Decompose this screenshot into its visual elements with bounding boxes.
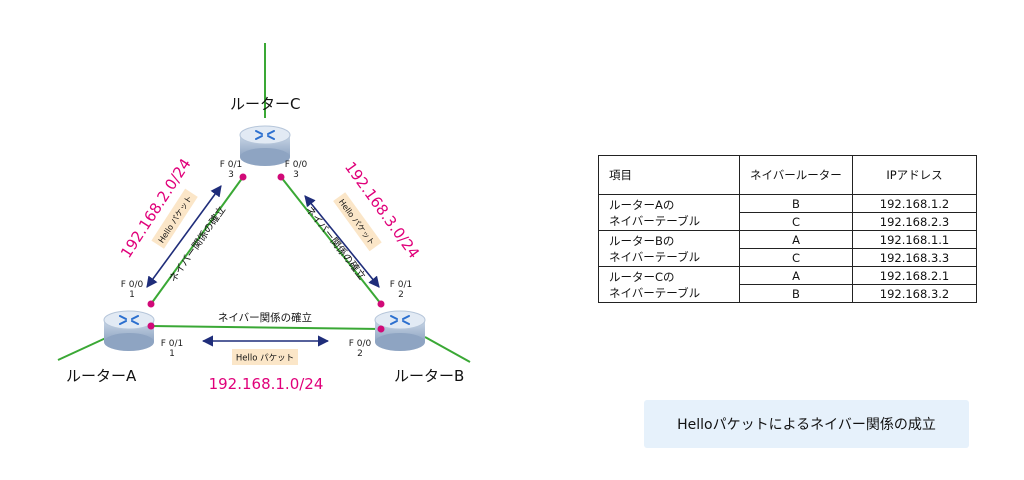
ip-cell: 192.168.1.2 xyxy=(852,194,977,213)
group-name-b: ルーターBの ネイバーテーブル xyxy=(598,230,740,267)
group-name-line: ネイバーテーブル xyxy=(609,249,701,264)
hello-badge-ab: Hello パケット xyxy=(232,349,298,365)
caption-text: Helloパケットによるネイバー関係の成立 xyxy=(677,417,936,433)
group-name-a: ルーターAの ネイバーテーブル xyxy=(598,194,740,231)
interface-name-b-f00: F 0/0 xyxy=(349,339,372,349)
network-label-ab: 192.168.1.0/24 xyxy=(209,375,324,393)
neighbor-text-ab: ネイバー関係の確立 xyxy=(218,311,312,324)
interface-num-b-f01: 2 xyxy=(398,290,404,300)
link-a-b xyxy=(150,325,382,330)
table-row: B 192.168.3.2 xyxy=(599,284,977,303)
header-neighbor-router: ネイバールーター xyxy=(739,155,853,195)
interface-name-b-f01: F 0/1 xyxy=(390,280,413,290)
neighbor-cell: B xyxy=(739,194,853,213)
header-item: 項目 xyxy=(598,155,740,195)
interface-num-a-f01: 1 xyxy=(169,349,175,359)
interface-dot-a-f00 xyxy=(147,300,155,308)
group-name-c: ルーターCの ネイバーテーブル xyxy=(598,266,740,303)
group-name-line: ルーターCの xyxy=(609,269,675,284)
neighbor-cell: C xyxy=(739,248,853,267)
ip-cell: 192.168.2.3 xyxy=(852,212,977,231)
interface-dot-b-f00 xyxy=(377,325,385,333)
interface-dot-c-f00 xyxy=(277,173,285,181)
ip-cell: 192.168.3.3 xyxy=(852,248,977,267)
group-name-line: ルーターBの xyxy=(609,233,675,248)
interface-num-b-f00: 2 xyxy=(357,349,363,359)
router-b-icon xyxy=(374,310,426,351)
header-ip-address: IPアドレス xyxy=(852,155,977,195)
neighbor-cell: A xyxy=(739,230,853,249)
interface-dot-c-f01 xyxy=(239,173,247,181)
router-a-icon xyxy=(103,310,155,351)
group-name-line: ネイバーテーブル xyxy=(609,213,701,228)
interface-name-c-f00: F 0/0 xyxy=(285,160,308,170)
router-b-label: ルーターB xyxy=(394,367,465,385)
table-header-row: 項目 ネイバールーター IPアドレス xyxy=(598,155,977,195)
neighbor-cell: A xyxy=(739,266,853,285)
neighbor-table: 項目 ネイバールーター IPアドレス ルーターAの ネイバーテーブル B 192… xyxy=(598,155,977,303)
hello-arrow-a-c xyxy=(146,185,222,288)
interface-num-c-f01: 3 xyxy=(228,170,234,180)
router-c-label: ルーターC xyxy=(230,95,301,113)
interface-num-a-f00: 1 xyxy=(129,290,135,300)
interface-name-a-f01: F 0/1 xyxy=(161,339,184,349)
interface-name-c-f01: F 0/1 xyxy=(220,160,243,170)
interface-num-c-f00: 3 xyxy=(293,170,299,180)
router-a-label: ルーターA xyxy=(66,367,137,385)
neighbor-cell: C xyxy=(739,212,853,231)
table-row: ルーターBの ネイバーテーブル A 192.168.1.1 xyxy=(598,230,977,267)
interface-dot-a-f01 xyxy=(147,322,155,330)
table-row: ルーターAの ネイバーテーブル B 192.168.1.2 xyxy=(598,194,977,231)
interface-dot-b-f01 xyxy=(377,300,385,308)
hello-badge-ab-text: Hello パケット xyxy=(236,354,294,364)
uplink-router-a xyxy=(57,336,109,361)
table-row: ルーターCの ネイバーテーブル A 192.168.2.1 xyxy=(598,266,977,303)
ip-cell: 192.168.3.2 xyxy=(852,284,977,303)
table-row: C 192.168.2.3 xyxy=(599,212,977,231)
uplink-router-b xyxy=(424,336,471,363)
interface-name-a-f00: F 0/0 xyxy=(121,280,144,290)
group-name-line: ルーターAの xyxy=(609,197,675,212)
hello-arrow-b-c xyxy=(304,195,380,288)
group-name-line: ネイバーテーブル xyxy=(609,285,701,300)
neighbor-cell: B xyxy=(739,284,853,303)
caption-box: Helloパケットによるネイバー関係の成立 xyxy=(644,400,969,448)
router-c-icon xyxy=(239,125,291,166)
ip-cell: 192.168.2.1 xyxy=(852,266,977,285)
ip-cell: 192.168.1.1 xyxy=(852,230,977,249)
